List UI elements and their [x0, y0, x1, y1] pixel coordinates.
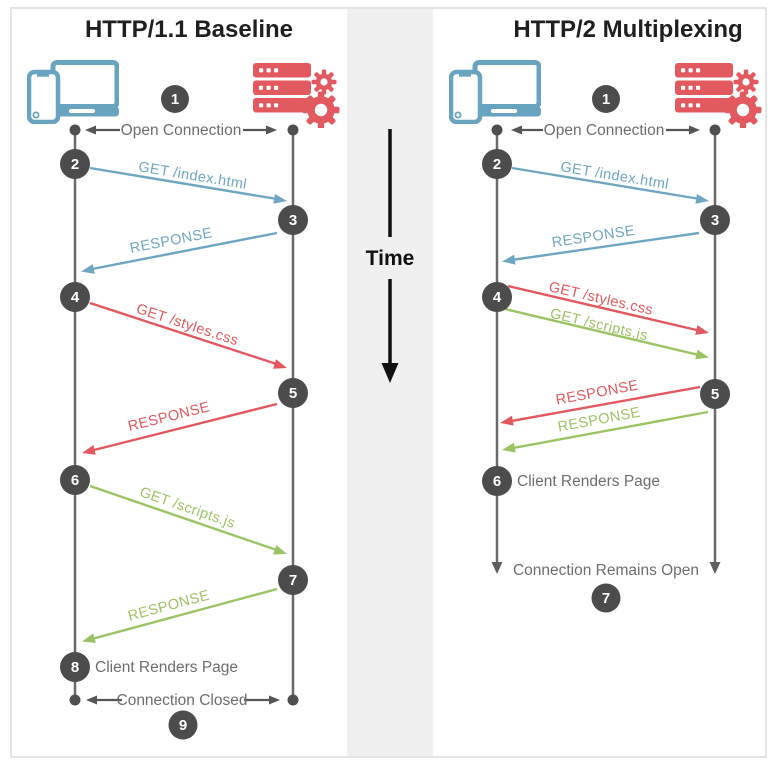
step-badge-2: 2: [60, 149, 90, 179]
svg-text:1: 1: [602, 91, 610, 108]
step-badge-4: 4: [482, 282, 512, 312]
svg-text:4: 4: [493, 289, 502, 306]
step-badge-1: 1: [161, 85, 189, 113]
svg-text:5: 5: [711, 386, 719, 403]
svg-text:4: 4: [71, 289, 80, 306]
time-label: Time: [366, 247, 415, 270]
svg-text:1: 1: [171, 91, 179, 108]
step-badge-4: 4: [60, 282, 90, 312]
step-badge-6: 6: [60, 465, 90, 495]
step-badge-2: 2: [482, 149, 512, 179]
svg-text:7: 7: [602, 590, 610, 607]
step-badge-5: 5: [278, 378, 308, 408]
svg-text:2: 2: [71, 156, 79, 173]
step-badge-1: 1: [592, 85, 620, 113]
response-arrow-scripts: [502, 410, 709, 453]
request-arrow-styles: [89, 301, 287, 369]
svg-text:5: 5: [289, 385, 297, 402]
panel-http2-title: HTTP/2 Multiplexing: [513, 16, 742, 43]
client-renders-label: Client Renders Page: [517, 473, 660, 490]
open-connection-arrows: [511, 125, 700, 135]
panel-http1-title: HTTP/1.1 Baseline: [85, 16, 293, 43]
client-devices-icon: [29, 63, 119, 123]
request-arrow-scripts: [89, 484, 287, 555]
step-badge-3: 3: [278, 205, 308, 235]
lifeline-server-arrowhead: [709, 562, 721, 574]
step-badge-7: 7: [591, 583, 621, 613]
lifeline-endpoint-dots: [491, 124, 721, 136]
step-badge-5: 5: [700, 379, 730, 409]
open-connection-arrows: [85, 125, 277, 135]
request-arrow-index: [511, 166, 709, 204]
time-axis: Time: [366, 129, 415, 383]
request-arrow-scripts: [504, 307, 709, 360]
open-connection-label: Open Connection: [121, 122, 242, 139]
svg-text:9: 9: [179, 717, 187, 734]
open-connection-label: Open Connection: [544, 122, 665, 139]
lifeline-endpoint-dots: [69, 124, 299, 706]
lifeline-client-arrowhead: [491, 562, 503, 574]
response-arrow-index: [502, 231, 700, 265]
response-arrow-styles: [500, 385, 701, 426]
step-badge-7: 7: [278, 565, 308, 595]
step-badge-8: 8: [60, 652, 90, 682]
svg-text:6: 6: [493, 473, 501, 490]
step-badge-3: 3: [700, 205, 730, 235]
response-arrow-styles: [82, 402, 278, 455]
step-badges-http1: 1 2 3 4 5 6 7 8 9: [60, 85, 308, 740]
connection-closed-arrows: [86, 695, 280, 705]
client-devices-icon: [451, 63, 541, 123]
step-badge-9: 9: [168, 710, 198, 740]
response-arrow-index: [81, 231, 278, 274]
svg-text:7: 7: [289, 572, 297, 589]
step-badge-6: 6: [482, 466, 512, 496]
time-arrowhead: [381, 363, 399, 383]
connection-remains-open-label: Connection Remains Open: [513, 562, 699, 579]
svg-text:2: 2: [493, 156, 501, 173]
panel-http2: HTTP/2 Multiplexing Open Connection GET …: [451, 16, 762, 613]
svg-text:6: 6: [71, 472, 79, 489]
step-badges-http2: 1 2 3 4 5 6 7: [482, 85, 730, 613]
request-arrow-index: [89, 166, 287, 204]
client-renders-label: Client Renders Page: [95, 659, 238, 676]
request-arrow-styles: [507, 284, 709, 335]
svg-text:3: 3: [289, 212, 297, 229]
connection-closed-label: Connection Closed: [117, 692, 248, 709]
svg-text:3: 3: [711, 212, 719, 229]
svg-text:8: 8: [71, 659, 79, 676]
response-arrow-scripts: [82, 587, 278, 643]
